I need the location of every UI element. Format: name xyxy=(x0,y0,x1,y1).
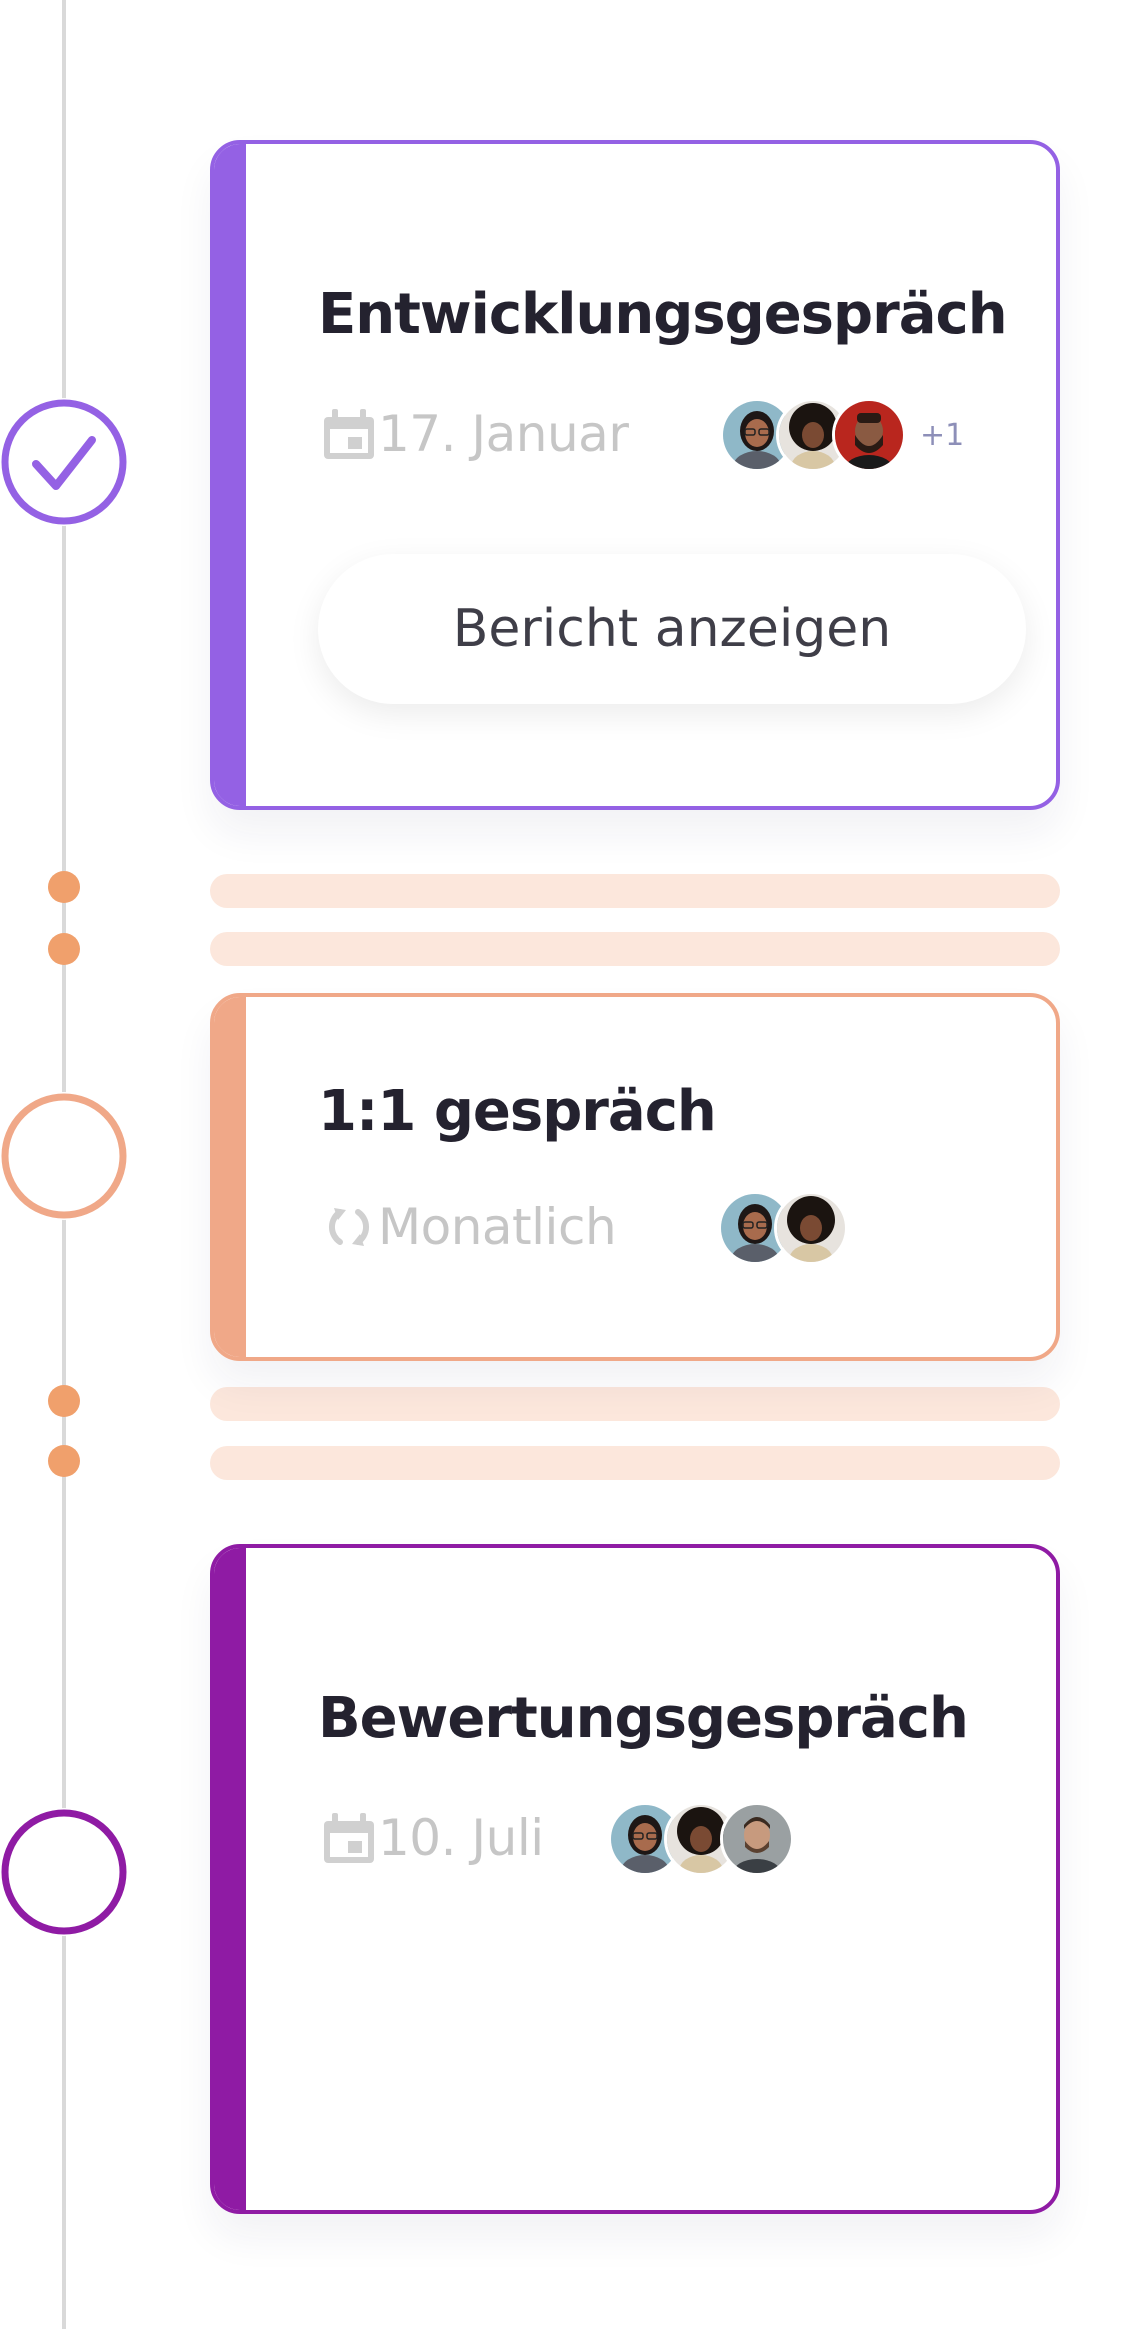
card-recurrence-text: Monatlich xyxy=(378,1198,617,1256)
empty-circle-icon xyxy=(1,1093,127,1219)
participants[interactable]: +1 xyxy=(720,398,964,472)
placeholder-bar xyxy=(210,1387,1060,1421)
placeholder-bar xyxy=(210,1446,1060,1480)
card-date: 10. Juli xyxy=(322,1798,544,1878)
card-date-text: 10. Juli xyxy=(378,1809,544,1867)
calendar-icon xyxy=(322,407,376,461)
timeline-node-pending[interactable] xyxy=(0,1092,128,1220)
calendar-icon xyxy=(322,1811,376,1865)
card-title: Bewertungsgespräch xyxy=(318,1686,969,1751)
more-participants-count: +1 xyxy=(920,417,965,453)
meeting-card-one-on-one[interactable]: 1:1 gespräch Monatlich xyxy=(210,993,1060,1361)
timeline-node-pending[interactable] xyxy=(0,1808,128,1936)
avatar xyxy=(720,1802,794,1876)
card-accent-bar xyxy=(214,997,246,1357)
meeting-card-evaluation[interactable]: Bewertungsgespräch 10. Juli xyxy=(210,1544,1060,2214)
timeline-dot xyxy=(48,933,80,965)
avatar xyxy=(832,398,906,472)
card-title: 1:1 gespräch xyxy=(318,1079,717,1144)
check-circle-icon xyxy=(1,399,127,525)
card-recurrence: Monatlich xyxy=(322,1187,617,1267)
participants[interactable] xyxy=(608,1802,794,1876)
timeline-dot xyxy=(48,871,80,903)
timeline-dot xyxy=(48,1385,80,1417)
card-date-text: 17. Januar xyxy=(378,405,629,463)
placeholder-bar xyxy=(210,874,1060,908)
timeline-node-completed[interactable] xyxy=(0,398,128,526)
view-report-button[interactable]: Bericht anzeigen xyxy=(318,554,1026,704)
repeat-icon xyxy=(322,1200,376,1254)
card-accent-bar xyxy=(214,1548,246,2210)
card-date: 17. Januar xyxy=(322,394,629,474)
timeline-dot xyxy=(48,1445,80,1477)
avatar xyxy=(774,1191,848,1265)
empty-circle-icon xyxy=(1,1809,127,1935)
participants[interactable] xyxy=(718,1191,848,1265)
card-title: Entwicklungsgespräch xyxy=(318,282,1008,347)
placeholder-bar xyxy=(210,932,1060,966)
card-accent-bar xyxy=(214,144,246,806)
meeting-card-development[interactable]: Entwicklungsgespräch 17. Januar xyxy=(210,140,1060,810)
